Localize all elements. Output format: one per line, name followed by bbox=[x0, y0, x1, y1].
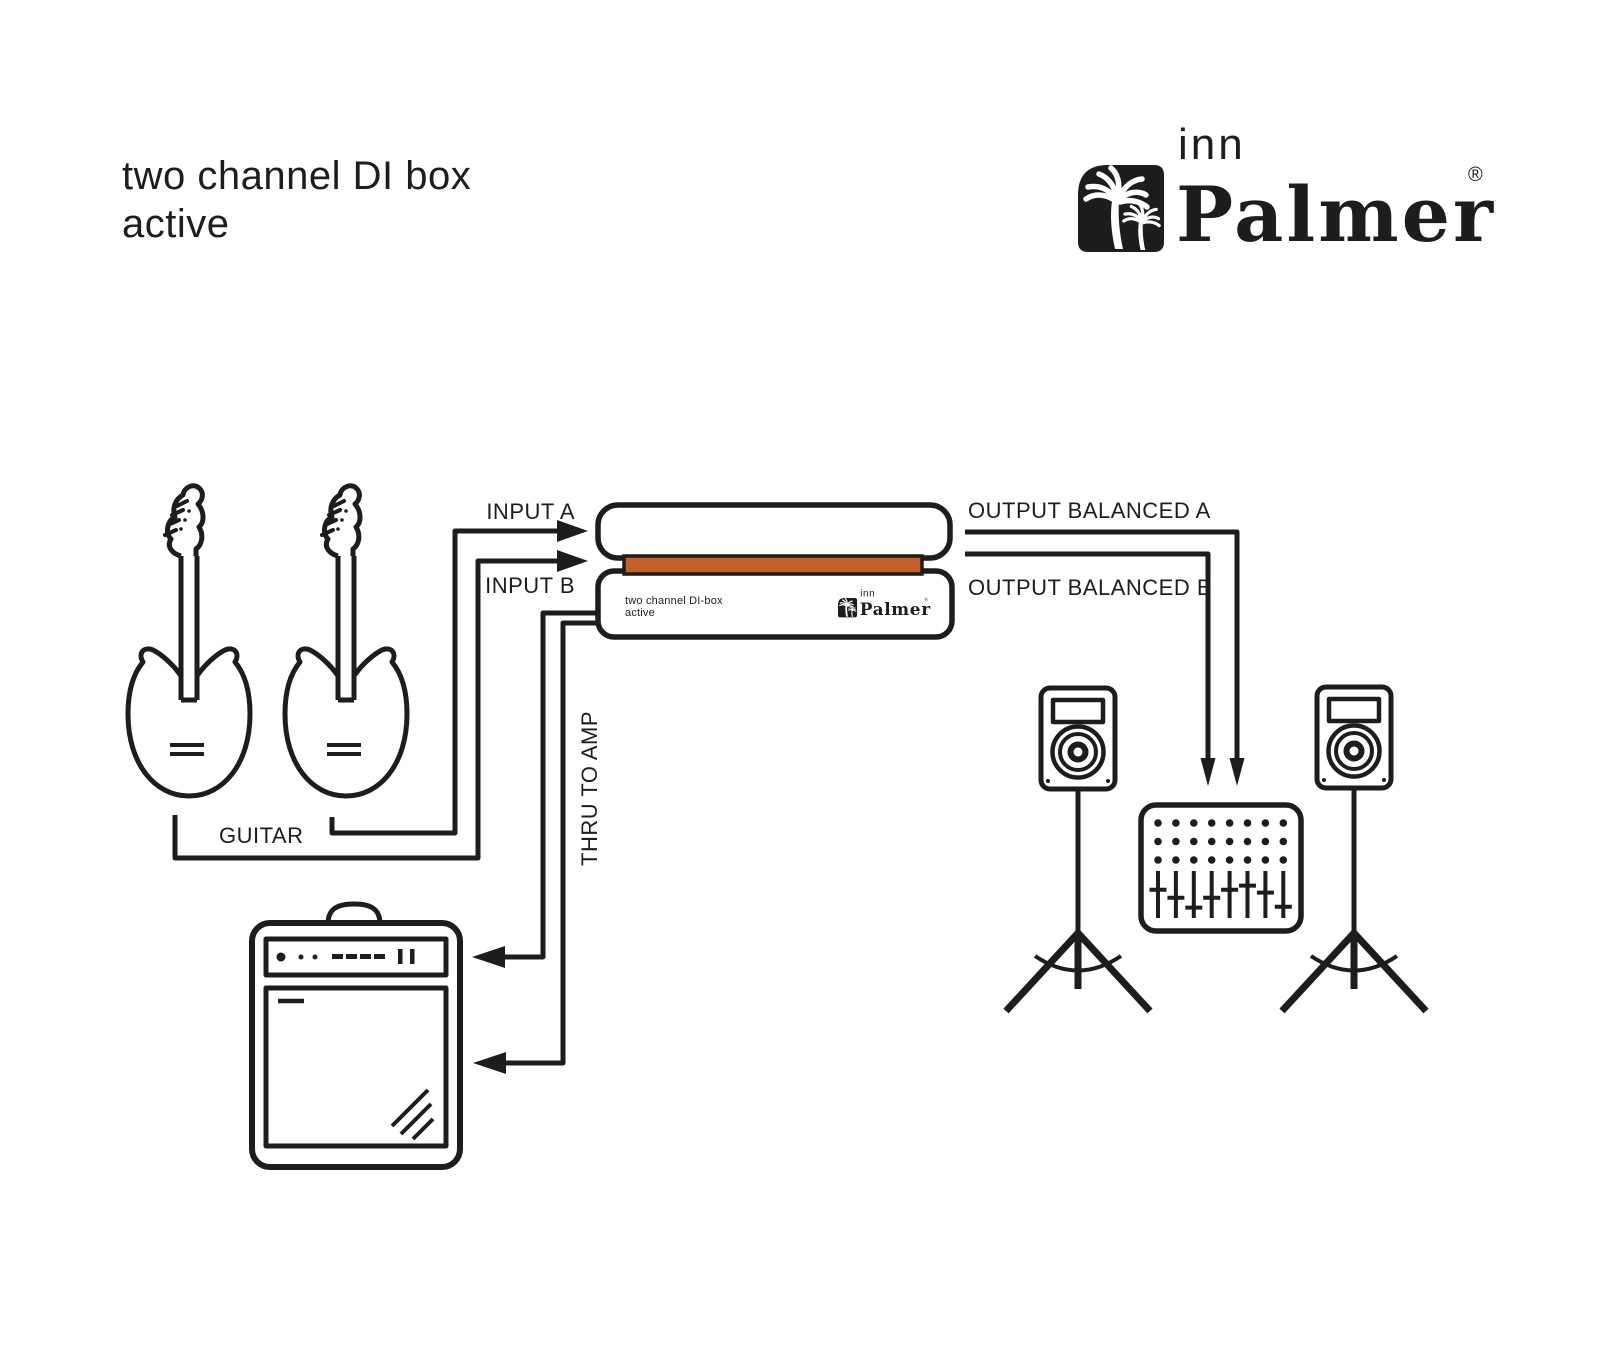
label-input-b: INPUT B bbox=[485, 573, 575, 598]
label-output-balanced-b: OUTPUT BALANCED B bbox=[968, 575, 1212, 600]
mixing-console-icon bbox=[1138, 802, 1304, 934]
guitar-left-icon bbox=[128, 486, 250, 796]
cable-input-a bbox=[329, 520, 588, 836]
guitar-right-icon bbox=[285, 486, 407, 796]
label-output-balanced-a: OUTPUT BALANCED A bbox=[968, 498, 1211, 523]
label-thru-to-amp: THRU TO AMP bbox=[577, 711, 602, 866]
mixer-faders bbox=[1149, 871, 1292, 918]
tripod-left-icon bbox=[1006, 787, 1150, 1011]
title-line-1: two channel DI box bbox=[122, 154, 472, 198]
di-box: two channel DI-box active bbox=[595, 502, 955, 640]
speaker-right-icon bbox=[1317, 687, 1391, 788]
cable-thru-b bbox=[473, 620, 602, 1074]
cable-input-b bbox=[172, 550, 588, 861]
guitar-amp-icon bbox=[249, 901, 463, 1170]
di-box-label-line-1: two channel DI-box bbox=[625, 595, 723, 607]
amp-control-panel bbox=[263, 936, 449, 978]
mixer-knobs bbox=[1154, 819, 1288, 864]
page-title: two channel DI box active bbox=[122, 152, 471, 248]
speaker-left-icon bbox=[1041, 688, 1115, 789]
header-palmer-logo bbox=[1078, 120, 1496, 259]
label-guitar: GUITAR bbox=[219, 823, 303, 848]
title-line-2: active bbox=[122, 202, 230, 246]
cable-output-b bbox=[965, 551, 1216, 786]
cable-output-a bbox=[965, 529, 1245, 786]
amp-grille bbox=[263, 985, 449, 1149]
di-box-label-line-2: active bbox=[625, 607, 655, 619]
di-box-lid bbox=[595, 502, 953, 561]
label-input-a: INPUT A bbox=[486, 499, 575, 524]
amp-handle bbox=[325, 901, 383, 925]
di-box-accent-strip bbox=[622, 554, 924, 576]
cable-thru-a bbox=[472, 610, 602, 968]
